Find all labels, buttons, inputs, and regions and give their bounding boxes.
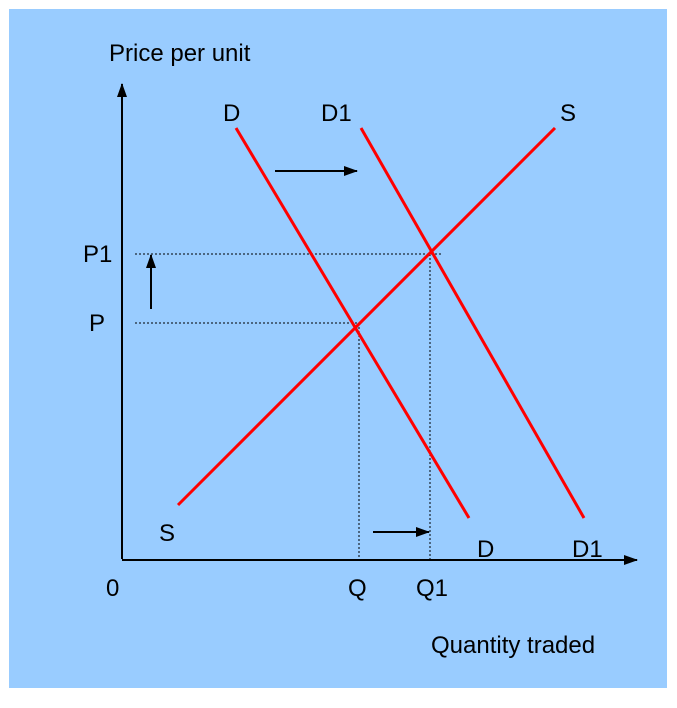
x-axis-label: Quantity traded [431,632,595,659]
price-new-label: P1 [83,241,112,268]
quantity-initial-label: Q [348,575,367,602]
demand-shifted-top-label: D1 [321,100,352,127]
supply-demand-diagram: Price per unit Quantity traded 0 D D1 S … [83,40,638,659]
diagram-panel: Price per unit Quantity traded 0 D D1 S … [9,9,667,688]
origin-label: 0 [106,575,119,602]
supply-curve [176,126,557,507]
y-axis-label: Price per unit [109,40,251,67]
supply-bottom-label: S [159,520,175,547]
demand-curve [234,127,471,519]
quantity-new-label: Q1 [416,575,448,602]
demand-top-label: D [223,100,240,127]
demand-bottom-label: D [477,536,494,563]
demand-shifted-bottom-label: D1 [572,536,603,563]
supply-top-label: S [560,100,576,127]
demand-shifted-curve [359,127,586,519]
price-initial-label: P [89,310,105,337]
